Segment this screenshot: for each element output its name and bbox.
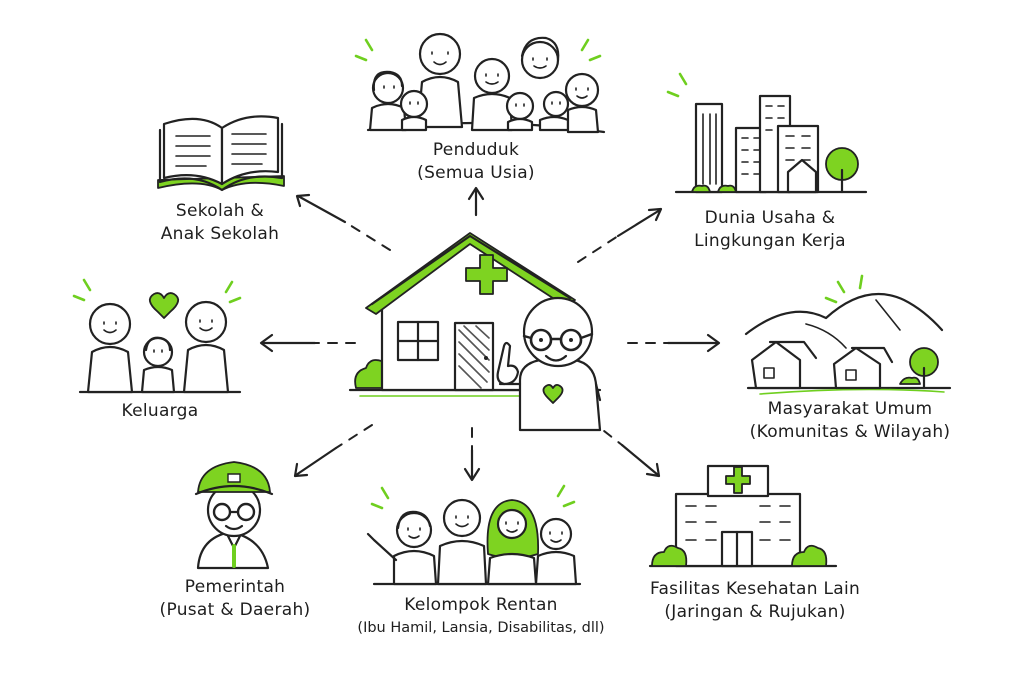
fasilitas-subtitle: (Jaringan & Rujukan) bbox=[664, 602, 846, 622]
dunia-usaha-title: Dunia Usaha & bbox=[704, 208, 836, 228]
kelompok-rentan-illustration bbox=[366, 484, 582, 586]
dunia-usaha-subtitle: Lingkungan Kerja bbox=[694, 231, 846, 251]
pemerintah-subtitle: (Pusat & Daerah) bbox=[159, 600, 311, 620]
arrow-to-sekolah bbox=[344, 221, 391, 251]
penduduk-subtitle: (Semua Usia) bbox=[417, 163, 535, 183]
masyarakat-title: Masyarakat Umum bbox=[767, 399, 933, 419]
penduduk-title: Penduduk bbox=[432, 140, 520, 160]
connectors bbox=[259, 186, 721, 482]
keluarga-family-illustration bbox=[72, 278, 242, 394]
arrow-to-pemerintah bbox=[335, 424, 373, 449]
fasilitas-hospital-illustration bbox=[648, 464, 838, 568]
sekolah-book-illustration bbox=[157, 115, 285, 192]
sekolah-title: Sekolah & bbox=[175, 201, 265, 221]
arrow-to-dunia-usaha bbox=[577, 235, 619, 263]
fasilitas-title: Fasilitas Kesehatan Lain bbox=[649, 579, 861, 599]
sekolah-subtitle: Anak Sekolah bbox=[160, 224, 280, 244]
masyarakat-subtitle: (Komunitas & Wilayah) bbox=[749, 422, 951, 442]
doctor-figure bbox=[496, 296, 602, 432]
masyarakat-village-illustration bbox=[744, 274, 952, 395]
node-sekolah: Sekolah & Anak Sekolah bbox=[120, 200, 320, 246]
dunia-usaha-city-illustration bbox=[666, 72, 868, 194]
pemerintah-title: Pemerintah bbox=[184, 577, 286, 597]
keluarga-title: Keluarga bbox=[121, 401, 199, 421]
kelompok-rentan-title: Kelompok Rentan bbox=[404, 595, 558, 615]
penduduk-illustration bbox=[354, 32, 606, 134]
node-dunia-usaha: Dunia Usaha & Lingkungan Kerja bbox=[650, 207, 890, 253]
node-penduduk: Penduduk (Semua Usia) bbox=[376, 139, 576, 185]
node-masyarakat: Masyarakat Umum (Komunitas & Wilayah) bbox=[730, 398, 970, 444]
node-pemerintah: Pemerintah (Pusat & Daerah) bbox=[140, 576, 330, 622]
kelompok-rentan-subtitle: (Ibu Hamil, Lansia, Disabilitas, dll) bbox=[357, 620, 605, 636]
node-keluarga: Keluarga bbox=[80, 400, 240, 423]
node-fasilitas: Fasilitas Kesehatan Lain (Jaringan & Ruj… bbox=[630, 578, 880, 624]
node-kelompok-rentan: Kelompok Rentan (Ibu Hamil, Lansia, Disa… bbox=[336, 594, 626, 640]
pemerintah-officer-illustration bbox=[194, 461, 274, 570]
